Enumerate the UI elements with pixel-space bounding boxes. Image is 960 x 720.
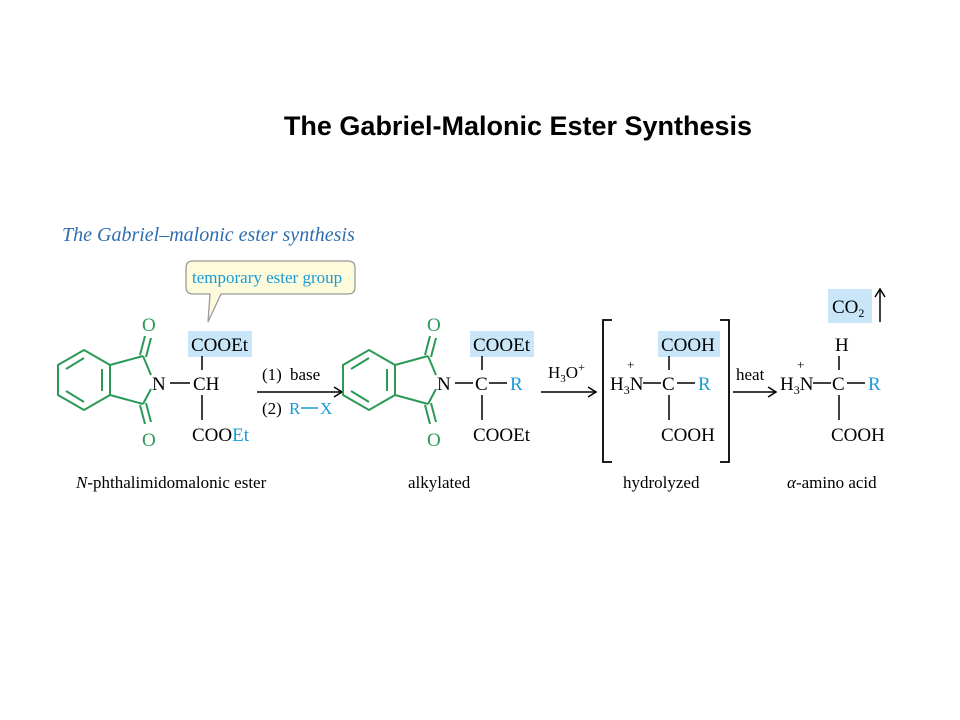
scheme-heading: The Gabriel–malonic ester synthesis xyxy=(62,224,355,246)
phthalimide-ring-1 xyxy=(57,335,152,425)
nitrogen-1: N xyxy=(152,374,166,395)
ammonium-3-sub: 3 xyxy=(624,383,630,397)
ammonium-4-n: N xyxy=(800,374,814,395)
r-group-3: R xyxy=(698,374,711,395)
bonds-4 xyxy=(813,356,865,420)
oxygen-top-1: O xyxy=(142,315,156,336)
arrow-step-3 xyxy=(733,386,778,398)
highlight-cooh-hydrolyzed xyxy=(658,331,720,357)
slide-title: The Gabriel-Malonic Ester Synthesis xyxy=(283,111,753,141)
caption-start-prefix: N xyxy=(75,473,89,492)
acid-top-3: COOH xyxy=(661,335,715,356)
brackets-3 xyxy=(602,319,730,463)
highlight-boxes xyxy=(188,289,872,357)
arrow-step-1 xyxy=(257,386,344,398)
oxygen-top-2: O xyxy=(427,315,441,336)
step1-text-1: base xyxy=(290,365,320,384)
ammonium-3: H3N xyxy=(610,374,644,397)
highlight-ester-alkylated xyxy=(470,331,534,357)
step1-reagent-x: X xyxy=(320,399,332,418)
co2-sub: 2 xyxy=(858,306,864,320)
callout-text: temporary ester group xyxy=(192,268,342,287)
arrow-step-2 xyxy=(541,386,598,398)
r-group-2: R xyxy=(510,374,523,395)
nitrogen-2: N xyxy=(437,374,451,395)
highlight-ester-start xyxy=(188,331,252,357)
ester-bottom-1: COOEt xyxy=(192,425,250,446)
acid-bottom-3: COOH xyxy=(661,425,715,446)
bonds-3 xyxy=(643,356,695,420)
oxygen-bottom-2: O xyxy=(427,430,441,451)
step2-sup: + xyxy=(578,360,585,374)
hydrogen-4: H xyxy=(835,335,849,356)
step1-reagent-r: R xyxy=(289,399,301,418)
caption-alkylated: alkylated xyxy=(408,473,471,492)
ester-top-1: COOEt xyxy=(191,335,249,356)
highlight-co2 xyxy=(828,289,872,323)
bonds-1 xyxy=(170,356,203,420)
plus-charge-4: + xyxy=(797,357,804,372)
step2-o: O xyxy=(566,363,578,382)
caption-product-alpha: α xyxy=(787,473,797,492)
step1-label-2: (2) xyxy=(262,399,282,418)
ammonium-4-sub: 3 xyxy=(794,383,800,397)
step2-sub: 3 xyxy=(560,373,566,385)
ammonium-3-h: H xyxy=(610,374,624,395)
caption-start-text: -phthalimidomalonic ester xyxy=(87,473,266,492)
ch-1: CH xyxy=(193,374,220,395)
plus-charge-3: + xyxy=(627,357,634,372)
ester-top-2: COOEt xyxy=(473,335,531,356)
bonds-2 xyxy=(455,356,507,420)
ammonium-4-h: H xyxy=(780,374,794,395)
co2-main: CO xyxy=(832,297,858,318)
carbon-3: C xyxy=(662,374,675,395)
step1-label-1: (1) xyxy=(262,365,282,384)
caption-start: N-phthalimidomalonic ester xyxy=(75,473,267,492)
ammonium-4: H3N xyxy=(780,374,814,397)
caption-product: α-amino acid xyxy=(787,473,877,492)
phthalimide-ring-2 xyxy=(342,335,437,425)
temporary-ester-callout: temporary ester group xyxy=(185,260,356,323)
r-group-4: R xyxy=(868,374,881,395)
carbon-4: C xyxy=(832,374,845,395)
ammonium-3-n: N xyxy=(630,374,644,395)
ester-bottom-1-main: COO xyxy=(192,425,232,446)
oxygen-bottom-1: O xyxy=(142,430,156,451)
gas-evolution-arrow xyxy=(874,287,886,322)
step2-h: H xyxy=(548,363,560,382)
ester-bottom-1-tail: Et xyxy=(232,425,250,446)
co2-label: CO2 xyxy=(832,297,864,320)
acid-bottom-4: COOH xyxy=(831,425,885,446)
caption-hydrolyzed: hydrolyzed xyxy=(623,473,700,492)
caption-product-text: -amino acid xyxy=(796,473,877,492)
ester-bottom-2: COOEt xyxy=(473,425,531,446)
carbon-2: C xyxy=(475,374,488,395)
step2-reagent: H3O+ xyxy=(548,360,585,385)
step3-reagent: heat xyxy=(736,365,765,384)
